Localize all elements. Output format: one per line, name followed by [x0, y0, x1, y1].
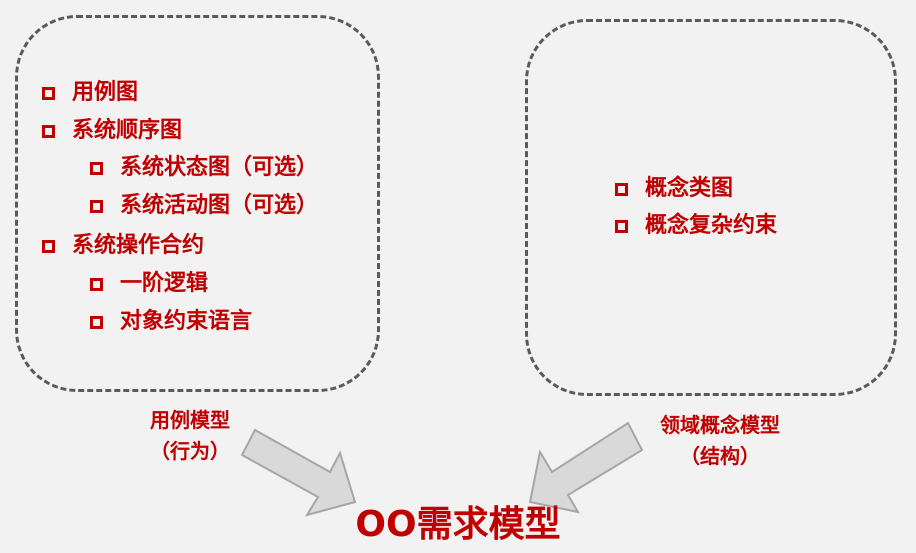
list-item: 系统操作合约: [42, 235, 204, 257]
caption-title: 领域概念模型: [660, 413, 780, 437]
list-item-label: 系统状态图（可选）: [120, 155, 319, 180]
domain-model-caption: 领域概念模型 （结构）: [630, 410, 810, 472]
checkbox-square-icon: [90, 315, 103, 329]
checkbox-square-icon: [90, 161, 103, 175]
list-item-label: 系统顺序图: [72, 118, 183, 143]
list-item-label: 概念复杂约束: [645, 213, 778, 238]
list-item: 系统活动图（可选）: [90, 195, 318, 217]
list-item-label: 一阶逻辑: [120, 271, 209, 296]
checkbox-square-icon: [90, 199, 103, 213]
list-item-label: 概念类图: [645, 176, 734, 201]
list-item: 概念复杂约束: [615, 215, 777, 237]
list-item: 系统顺序图: [42, 120, 182, 142]
caption-subtitle: （行为）: [150, 439, 230, 463]
list-item-label: 对象约束语言: [120, 309, 253, 334]
page-title: OO需求模型: [355, 504, 561, 545]
checkbox-square-icon: [615, 219, 628, 233]
arrow-down-right-icon: [240, 428, 357, 517]
list-item: 系统状态图（可选）: [90, 157, 318, 179]
list-item: 一阶逻辑: [90, 273, 208, 295]
caption-title: 用例模型: [150, 408, 230, 432]
checkbox-square-icon: [42, 86, 55, 100]
list-item-label: 用例图: [72, 80, 139, 105]
list-item: 对象约束语言: [90, 311, 252, 333]
arrow-down-left-icon: [528, 421, 644, 514]
caption-subtitle: （结构）: [680, 444, 760, 468]
list-item-label: 系统活动图（可选）: [120, 193, 319, 218]
use-case-model-box: [15, 15, 380, 392]
list-item: 概念类图: [615, 178, 733, 200]
list-item: 用例图: [42, 82, 138, 104]
use-case-model-caption: 用例模型 （行为）: [120, 405, 260, 467]
list-item-label: 系统操作合约: [72, 233, 205, 258]
checkbox-square-icon: [90, 277, 103, 291]
domain-model-box: [525, 19, 897, 396]
checkbox-square-icon: [42, 124, 55, 138]
checkbox-square-icon: [42, 239, 55, 253]
checkbox-square-icon: [615, 182, 628, 196]
